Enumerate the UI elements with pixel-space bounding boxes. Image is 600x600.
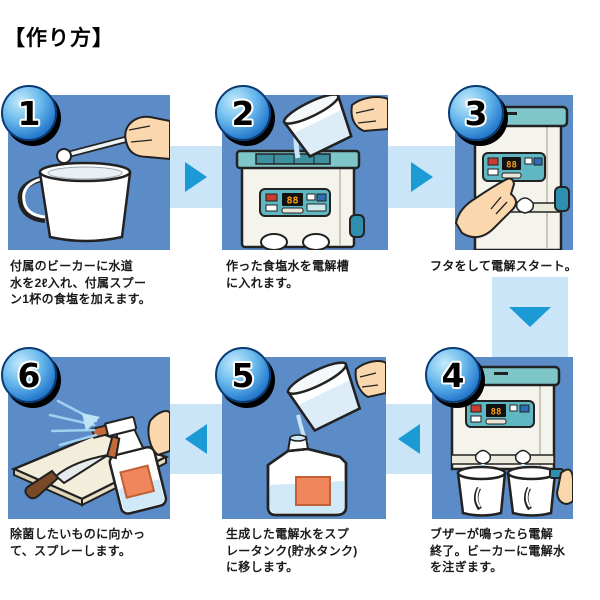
step-1-caption: 付属のビーカーに水道 水を2ℓ入れ、付属スプー ン1杯の食塩を加えます。 <box>10 259 152 306</box>
step-number: 5 <box>231 355 255 395</box>
right-arrow-icon <box>185 162 207 192</box>
transfer-to-tank-illustration <box>266 360 386 517</box>
beaker-salt-illustration <box>17 115 170 243</box>
step-number: 3 <box>464 93 488 133</box>
left-arrow-icon <box>398 424 420 454</box>
machine-display: 88 <box>491 408 502 418</box>
step-5-caption: 生成した電解水をスプ レータンク(貯水タンク) に移します。 <box>226 527 358 574</box>
arrow-step3-to-step4 <box>492 277 568 357</box>
down-arrow-icon <box>509 307 551 327</box>
step-6-caption: 除菌したいものに向かっ て、スプレーします。 <box>10 527 146 558</box>
step-2-badge: 2 <box>215 85 271 141</box>
step-4-caption: ブザーが鳴ったら電解 終了。ビーカーに電解水 を注ぎます。 <box>430 527 566 574</box>
arrow-step1-to-step2 <box>170 146 222 208</box>
machine-display: 88 <box>286 196 298 207</box>
lever-hand-icon <box>549 468 573 505</box>
step-2-panel: 88 <box>215 85 388 250</box>
step-6-badge: 6 <box>1 347 57 403</box>
control-panel-icon: 88 <box>465 400 535 428</box>
spray-illustration <box>10 399 170 515</box>
dispense-into-beakers-illustration: 88 <box>445 365 573 517</box>
knife-icon <box>24 454 109 500</box>
left-arrow-icon <box>185 424 207 454</box>
step-5-panel: 5 <box>215 347 386 519</box>
beaker-icon <box>17 161 132 243</box>
step-3-panel: 88 3 <box>448 85 573 250</box>
pouring-into-machine-illustration: 88 <box>235 95 388 250</box>
step-number: 4 <box>441 355 465 395</box>
page-title: 【作り方】 <box>4 27 114 50</box>
machine-with-lid-icon: 88 <box>467 105 570 250</box>
step-number: 1 <box>17 93 41 133</box>
step-6-panel: 6 <box>1 347 170 519</box>
control-panel-icon: 88 <box>259 188 331 217</box>
step-3-caption: フタをして電解スタート。 <box>430 259 578 273</box>
spray-bottle-icon <box>48 399 170 515</box>
step-4-badge: 4 <box>425 347 481 403</box>
arrow-step4-to-step5 <box>386 404 432 474</box>
two-beakers-icon <box>456 464 557 517</box>
pouring-pitcher-icon <box>282 95 388 159</box>
step-1-panel: 1 <box>1 85 170 250</box>
arrow-step2-to-step3 <box>388 146 455 208</box>
pressing-finger-icon <box>455 177 517 239</box>
right-arrow-icon <box>410 162 433 192</box>
arrow-step5-to-step6 <box>170 404 222 474</box>
step-1-badge: 1 <box>1 85 57 141</box>
step-4-panel: 88 <box>425 347 573 519</box>
hand-with-spoon-icon <box>56 115 170 164</box>
press-start-illustration: 88 <box>455 105 570 250</box>
step-3-badge: 3 <box>448 85 504 141</box>
control-panel-icon: 88 <box>482 152 546 182</box>
spray-tank-icon <box>266 434 348 517</box>
step-2-caption: 作った食塩水を電解槽 に入れます。 <box>226 259 350 290</box>
step-number: 6 <box>17 355 41 395</box>
electrolyzer-machine-icon: 88 <box>235 149 365 250</box>
step-number: 2 <box>231 93 255 133</box>
pouring-pitcher-icon <box>286 360 386 445</box>
machine-display: 88 <box>506 161 517 171</box>
step-5-badge: 5 <box>215 347 271 403</box>
